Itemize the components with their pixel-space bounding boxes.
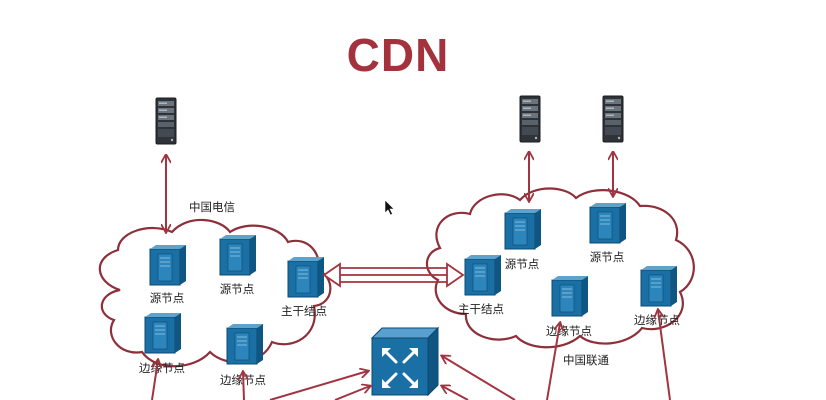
edge-node-label-1: 边缘节点: [139, 361, 185, 375]
edge-link-left-2: [334, 386, 370, 400]
user-link-edge-3: [546, 323, 560, 400]
source-node-label-1: 源节点: [150, 291, 185, 305]
edge-node-icon-2: [226, 323, 264, 365]
user-link-edge-1: [151, 360, 158, 400]
source-node-label-2: 源节点: [220, 282, 255, 296]
region-label-telecom: 中国电信: [189, 200, 235, 214]
backbone-link: [322, 262, 465, 288]
unicom-cloud: [425, 187, 695, 349]
router-switch-icon: [370, 326, 440, 397]
source-node-icon-1: [149, 244, 187, 286]
edge-link-right-1: [442, 356, 516, 400]
mouse-cursor-icon: [384, 199, 395, 216]
user-link-edge-4: [658, 310, 671, 400]
edge-node-label-4: 边缘节点: [634, 313, 680, 327]
edge-node-label-3: 边缘节点: [546, 324, 592, 338]
edge-node-icon-4: [640, 265, 678, 307]
backbone-node-label-left: 主干结点: [281, 304, 327, 318]
backbone-node-icon-right: [464, 254, 502, 296]
origin-server-rack-icon-3: [602, 95, 624, 143]
source-node-label-3: 源节点: [505, 257, 540, 271]
origin-server-rack-icon-2: [519, 95, 541, 143]
source-node-icon-2: [219, 234, 257, 276]
source-node-label-4: 源节点: [590, 250, 625, 264]
backbone-node-label-right: 主干结点: [458, 302, 504, 316]
source-node-icon-4: [589, 202, 627, 244]
edge-link-left-1: [269, 371, 368, 400]
origin-server-rack-icon-1: [155, 97, 177, 145]
backbone-node-icon-left: [287, 256, 325, 298]
edge-node-icon-3: [551, 275, 589, 317]
source-node-icon-3: [504, 208, 542, 250]
region-label-unicom: 中国联通: [563, 353, 609, 367]
edge-node-icon-1: [144, 312, 182, 354]
page-title: CDN: [347, 29, 450, 81]
user-link-edge-2: [243, 372, 244, 400]
edge-link-right-2: [442, 386, 469, 400]
